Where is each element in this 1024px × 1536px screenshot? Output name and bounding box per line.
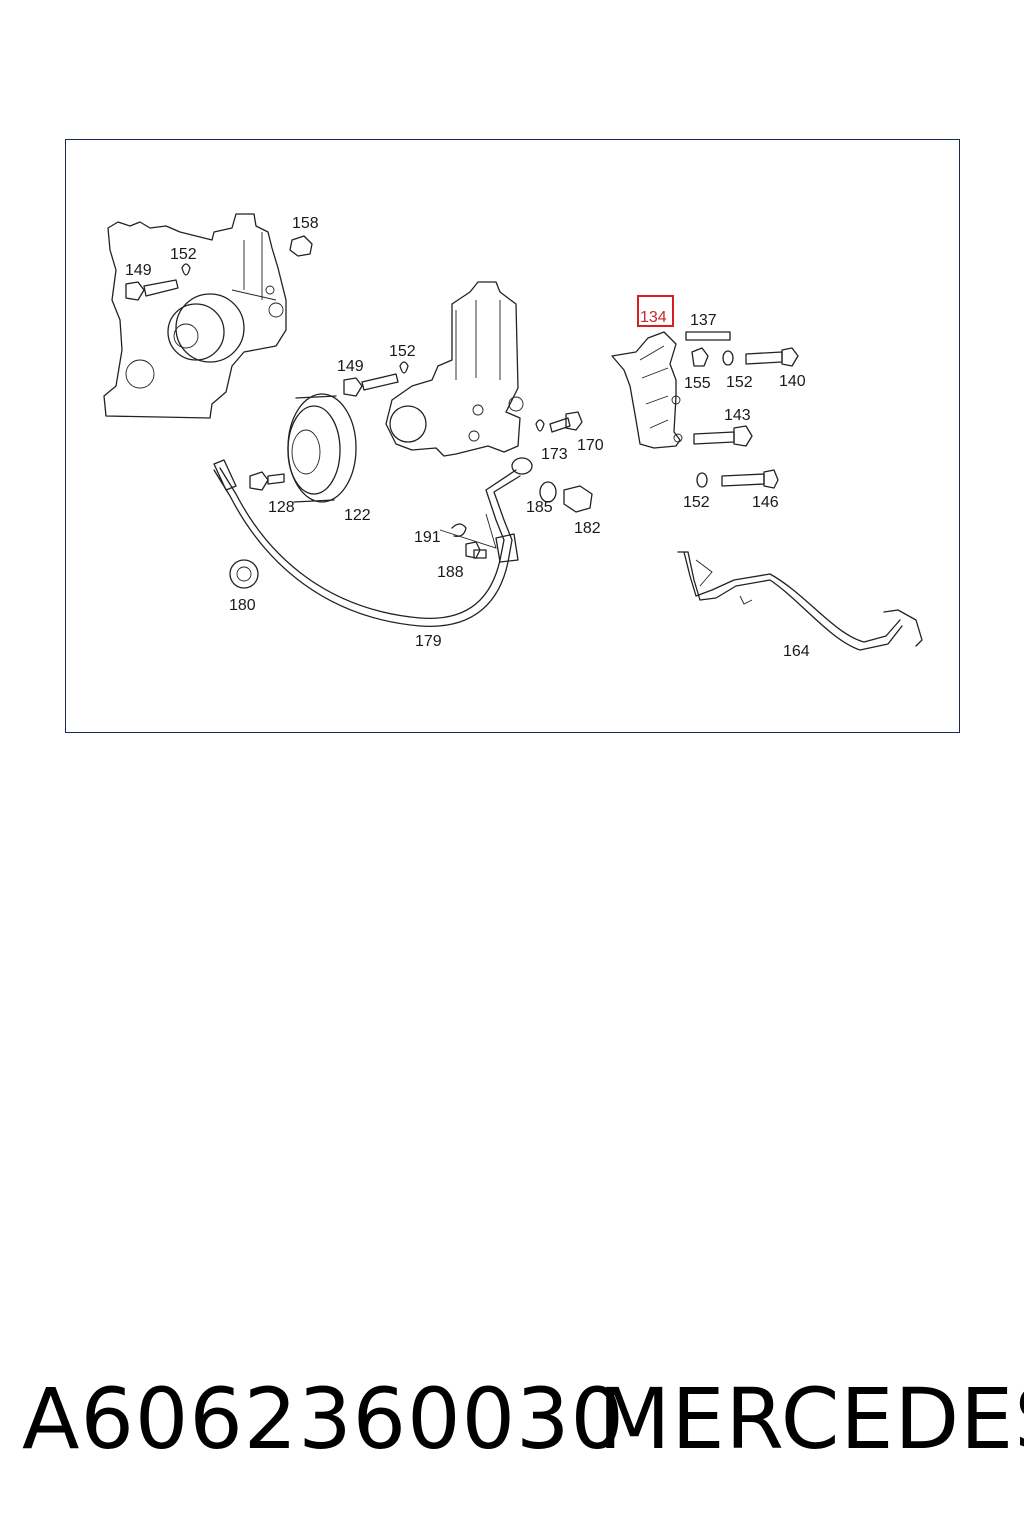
- pump-drawing: [385, 281, 524, 457]
- callout-170: 170: [577, 437, 604, 454]
- bolt-146: [721, 469, 779, 489]
- bolt-170: [549, 411, 583, 433]
- callout-140: 140: [779, 373, 806, 390]
- callout-158: 158: [292, 215, 319, 232]
- callout-134[interactable]: 134: [640, 309, 667, 326]
- bolt-128: [249, 471, 285, 491]
- diagram-frame: [65, 139, 960, 733]
- washer-152c: [722, 350, 734, 366]
- seal-ring-185: [539, 481, 557, 503]
- callout-164: 164: [783, 643, 810, 660]
- highlight-box-134: [637, 295, 674, 327]
- callout-152: 152: [170, 246, 197, 263]
- pipe-164: [677, 551, 923, 651]
- washer-152d: [696, 472, 708, 488]
- washer-152b: [399, 361, 409, 374]
- nut-158: [289, 235, 313, 257]
- engine-block-drawing: [103, 213, 287, 419]
- callout-137: 137: [690, 312, 717, 329]
- bracket-134: [611, 331, 683, 449]
- callout-179: 179: [415, 633, 442, 650]
- nut-155: [691, 347, 709, 367]
- callout-146: 146: [752, 494, 779, 511]
- bearing-180: [229, 559, 259, 589]
- callout-149: 149: [125, 262, 152, 279]
- callout-labels: 158 152 149 149 152 134 137 155 152 140 …: [125, 215, 810, 660]
- part-number: A6062360030: [22, 1370, 625, 1468]
- callout-152: 152: [389, 343, 416, 360]
- stud-137: [685, 331, 731, 341]
- callout-149: 149: [337, 358, 364, 375]
- bolt-140: [745, 347, 799, 367]
- callout-180: 180: [229, 597, 256, 614]
- bolt-149b: [343, 373, 399, 397]
- callout-128: 128: [268, 499, 295, 516]
- callout-188: 188: [437, 564, 464, 581]
- callout-122: 122: [344, 507, 371, 524]
- callout-191: 191: [414, 529, 441, 546]
- washer-173: [535, 419, 545, 432]
- callout-182: 182: [574, 520, 601, 537]
- callout-185: 185: [526, 499, 553, 516]
- callout-152: 152: [683, 494, 710, 511]
- pulley-122: [287, 393, 357, 503]
- bolt-143: [693, 425, 753, 447]
- banjo-bolt-182: [563, 485, 593, 513]
- bolt-149a: [125, 279, 179, 301]
- washer-152a: [181, 263, 191, 276]
- hose-179: [213, 457, 533, 627]
- callout-143: 143: [724, 407, 751, 424]
- bolt-188: [465, 541, 487, 559]
- callout-155: 155: [684, 375, 711, 392]
- callout-152: 152: [726, 374, 753, 391]
- callout-173: 173: [541, 446, 568, 463]
- brand-name: MERCEDES: [598, 1370, 1024, 1468]
- footer-caption: A6062360030 MERCEDES: [22, 1370, 1024, 1480]
